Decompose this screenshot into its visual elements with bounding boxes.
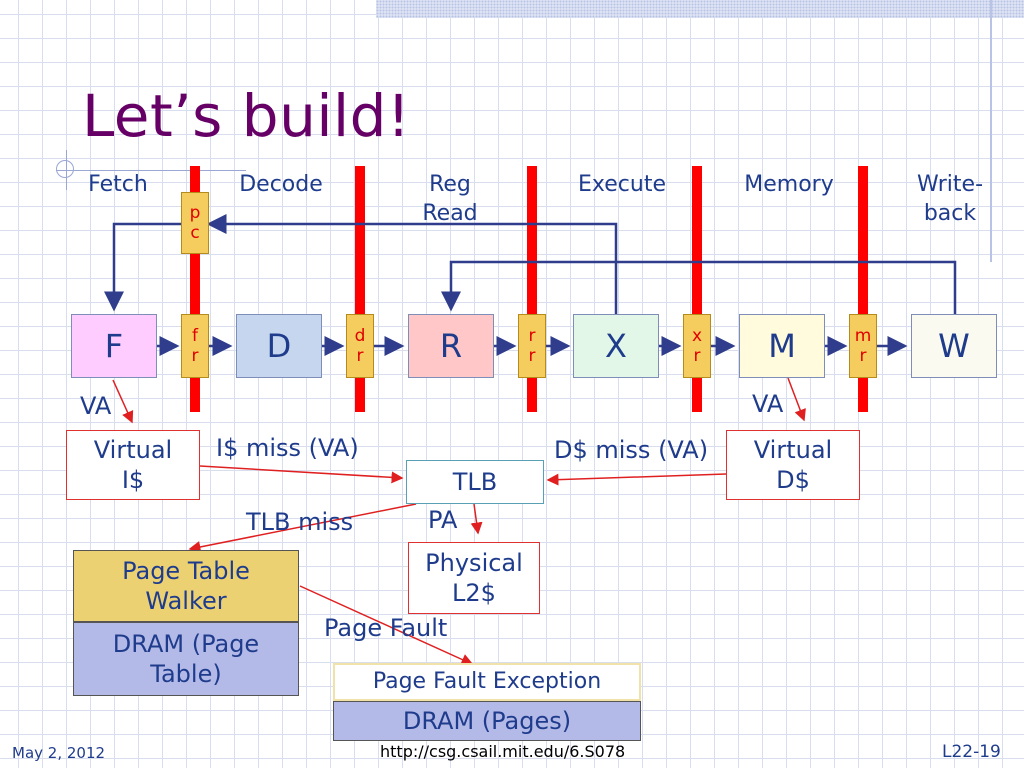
tlb-miss-label: TLB miss (246, 508, 354, 536)
page-table-walker-box: Page Table Walker (73, 550, 299, 622)
latch-fr-bottom: r (191, 346, 199, 366)
virtual-icache-line1: Virtual (93, 436, 173, 464)
physical-l2-line2: L2$ (452, 579, 496, 607)
pipeline-bar-1 (190, 166, 200, 412)
latch-mr-bottom: r (859, 346, 867, 366)
virtual-icache-box: Virtual I$ (66, 430, 200, 500)
stage-decode: Decode (239, 172, 323, 197)
vertical-rule-decoration (990, 0, 992, 262)
pc-register-label-bottom: c (190, 223, 200, 243)
footer-date: May 2, 2012 (12, 744, 106, 762)
dram-page-table-box: DRAM (Page Table) (73, 622, 299, 696)
page-fault-label: Page Fault (324, 614, 448, 642)
unit-write-back: W (911, 314, 997, 378)
stage-reg-read: Reg Read (422, 172, 478, 226)
header-band-decoration (376, 0, 1024, 18)
va-label-left: VA (80, 392, 112, 420)
latch-mr: m r (849, 314, 877, 378)
pa-label: PA (428, 506, 458, 534)
footer-page-number: L22-19 (942, 742, 1001, 762)
stage-write-back: Write-back (916, 172, 984, 226)
physical-l2-line1: Physical (425, 549, 523, 577)
stage-fetch: Fetch (88, 172, 148, 197)
stage-memory: Memory (744, 172, 834, 197)
latch-dr: d r (346, 314, 374, 378)
unit-execute: X (573, 314, 659, 378)
latch-fr: f r (181, 314, 209, 378)
unit-fetch: F (71, 314, 157, 378)
virtual-dcache-line1: Virtual (753, 436, 833, 464)
dcache-miss-label: D$ miss (VA) (554, 436, 709, 464)
pipeline-bar-3 (527, 166, 537, 412)
pc-register: p c (181, 192, 209, 254)
dram-page-table-line1: DRAM (Page (112, 630, 260, 658)
latch-rr-top: r (528, 326, 536, 346)
icache-miss-label: I$ miss (VA) (216, 434, 359, 462)
latch-xr: x r (683, 314, 711, 378)
latch-mr-top: m (854, 326, 872, 346)
latch-rr-bottom: r (528, 346, 536, 366)
latch-dr-bottom: r (356, 346, 364, 366)
pipeline-bar-4 (692, 166, 702, 412)
title-rule-decoration (56, 170, 246, 171)
virtual-dcache-line2: D$ (776, 466, 810, 494)
unit-reg-read: R (408, 314, 494, 378)
latch-rr: r r (518, 314, 546, 378)
tlb-box: TLB (406, 460, 544, 504)
unit-memory: M (739, 314, 825, 378)
virtual-icache-line2: I$ (121, 466, 145, 494)
slide-title: Let’s build! (82, 82, 411, 150)
walker-line1: Page Table (122, 557, 250, 585)
unit-decode: D (236, 314, 322, 378)
walker-line2: Walker (145, 587, 227, 615)
physical-l2-box: Physical L2$ (408, 542, 540, 614)
footer-url[interactable]: http://csg.csail.mit.edu/6.S078 (380, 742, 626, 761)
stage-execute: Execute (578, 172, 666, 197)
crosshair-circle-decoration (56, 160, 74, 178)
pipeline-bar-2 (355, 166, 365, 412)
latch-xr-top: x (691, 326, 703, 346)
dram-pages-box: DRAM (Pages) (333, 701, 641, 741)
va-label-right: VA (752, 390, 784, 418)
latch-xr-bottom: r (693, 346, 701, 366)
page-fault-exception-box: Page Fault Exception (333, 663, 641, 701)
pipeline-bar-5 (858, 166, 868, 412)
pc-register-label-top: p (189, 203, 201, 223)
dram-page-table-line2: Table) (150, 660, 222, 688)
latch-fr-top: f (192, 326, 198, 346)
latch-dr-top: d (354, 326, 366, 346)
virtual-dcache-box: Virtual D$ (726, 430, 860, 500)
